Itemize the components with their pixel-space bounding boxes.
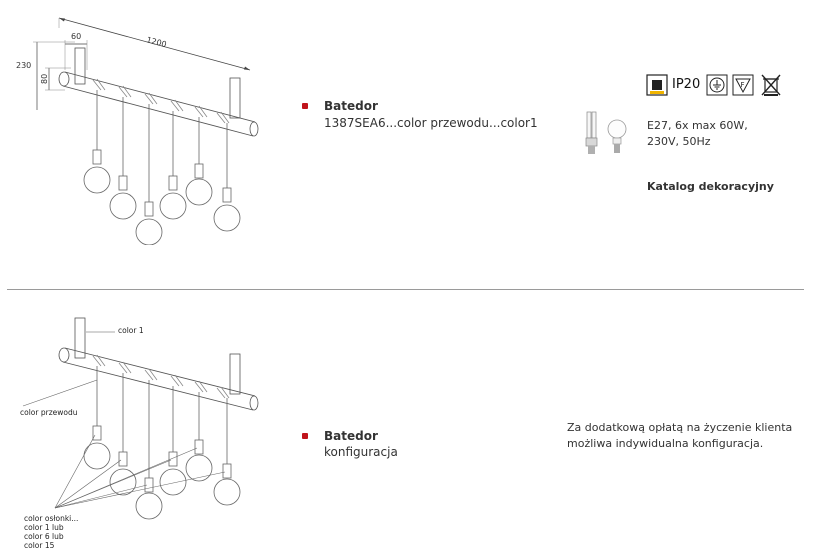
- config-note-line-2: możliwa indywidualna konfiguracja.: [567, 437, 764, 450]
- weee-bin-icon: [761, 74, 781, 96]
- product-bullet: [302, 103, 308, 109]
- config-label: konfiguracja: [324, 445, 398, 459]
- product-name: Batedor: [324, 99, 378, 113]
- config-product-name: Batedor: [324, 429, 378, 443]
- shade-label-line: color 15: [24, 541, 55, 550]
- ip-rating: IP20: [672, 77, 701, 92]
- lamp-configuration-drawing: [22, 317, 259, 520]
- class-ii-icon: [646, 74, 668, 96]
- dim-length: 1200: [145, 35, 167, 49]
- section-divider: [7, 289, 804, 290]
- catalog-label: Katalog dekoracyjny: [647, 180, 774, 193]
- label-cable-color: color przewodu: [20, 408, 78, 417]
- dim-height-bar: 80: [40, 74, 49, 84]
- shade-label-line: color osłonki...: [24, 514, 79, 523]
- incandescent-bulb-icon: [607, 119, 627, 153]
- f-mark-icon: F: [732, 74, 754, 96]
- dim-width: 60: [71, 32, 81, 41]
- shade-label-line: color 6 lub: [24, 532, 64, 541]
- svg-text:F: F: [741, 81, 745, 89]
- label-shade-colors: color osłonki... color 1 lub color 6 lub…: [24, 514, 78, 550]
- lamp-dimension-drawing: 1200 60 230 80: [16, 17, 259, 245]
- config-note-line-1: Za dodatkową opłatą na życzenie klienta: [567, 421, 793, 434]
- spec-line-2: 230V, 50Hz: [647, 135, 711, 148]
- label-color1: color 1: [118, 326, 144, 335]
- fluorescent-bulb-icon: [585, 111, 598, 154]
- certification-icons: IP20 F: [646, 74, 786, 98]
- dim-height-total: 230: [16, 61, 31, 70]
- ground-icon: [706, 74, 728, 96]
- product-code: 1387SEA6...color przewodu...color1: [324, 116, 538, 130]
- spec-line-1: E27, 6x max 60W,: [647, 119, 748, 132]
- config-bullet: [302, 433, 308, 439]
- shade-label-line: color 1 lub: [24, 523, 64, 532]
